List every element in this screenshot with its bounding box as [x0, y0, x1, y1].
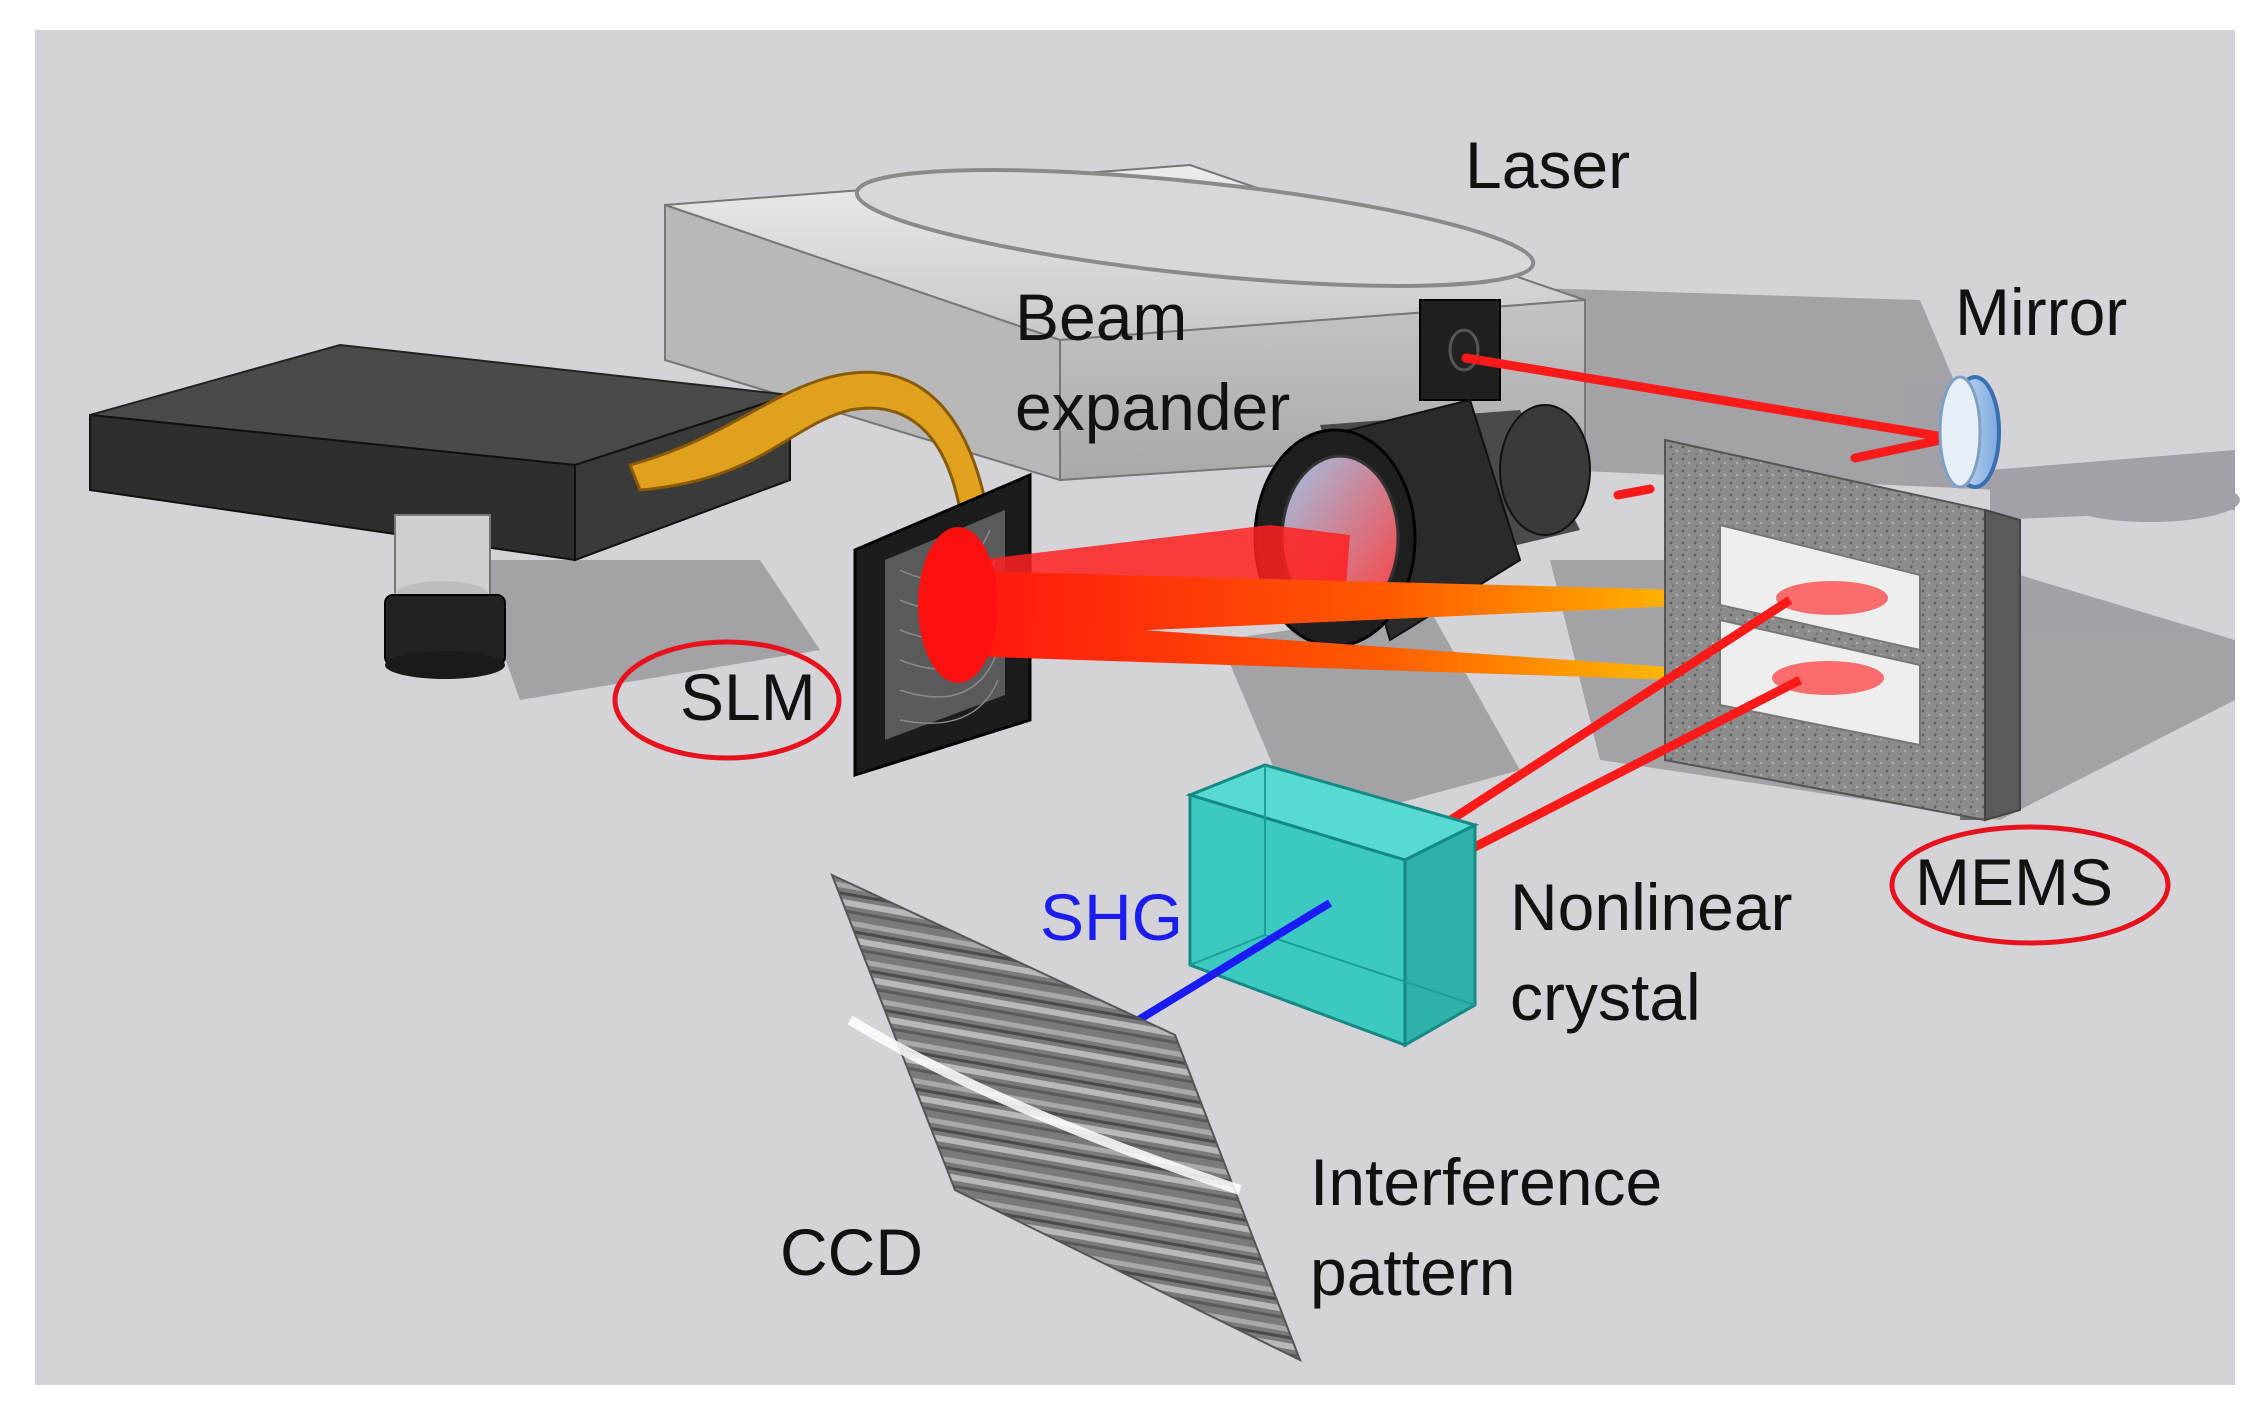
mems-device	[1664, 438, 2021, 822]
label-interference-1: Interference	[1310, 1145, 1662, 1219]
mirror	[1938, 375, 2001, 489]
mems-highlight-ring	[1889, 824, 2171, 946]
label-laser: Laser	[1465, 128, 1630, 202]
ccd-interference-pattern	[830, 873, 1302, 1363]
label-mems: MEMS	[1915, 845, 2113, 919]
label-beam-expander-2: expander	[1015, 370, 1290, 444]
slm-highlight-ring	[612, 639, 842, 761]
label-nonlinear-1: Nonlinear	[1510, 870, 1793, 944]
label-interference-2: pattern	[1310, 1235, 1515, 1309]
label-mirror: Mirror	[1955, 275, 2127, 349]
label-beam-expander-1: Beam	[1015, 280, 1187, 354]
label-ccd: CCD	[780, 1215, 923, 1289]
beam-cones	[918, 525, 1765, 683]
label-nonlinear-2: crystal	[1510, 960, 1701, 1034]
laser-beam-path	[1461, 353, 1955, 500]
label-slm: SLM	[680, 660, 816, 734]
label-shg: SHG	[1040, 880, 1183, 954]
